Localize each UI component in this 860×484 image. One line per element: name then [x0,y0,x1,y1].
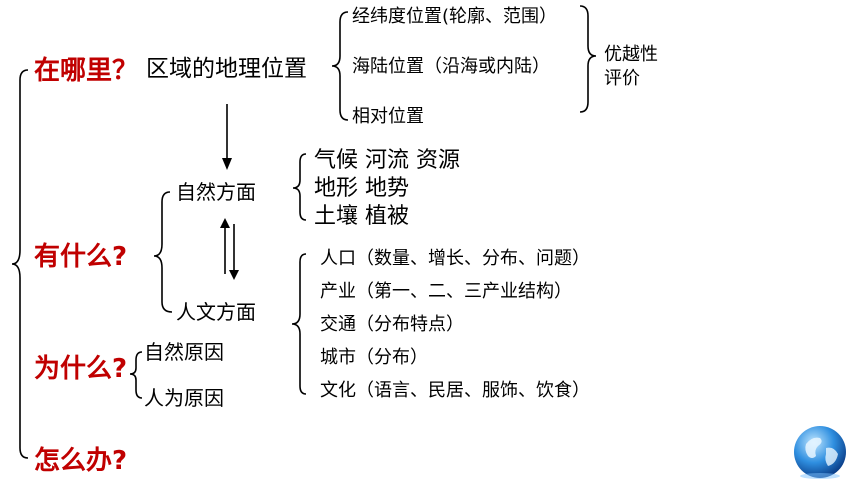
down-arrow-icon [229,270,239,280]
natural-item: 地形 地势 [314,176,409,201]
human-brace [291,253,307,395]
location-item-latlong: 经纬度位置(轮廓、范围） [352,6,558,27]
natural-brace [292,153,307,221]
causes-brace [129,351,143,399]
cause-human: 人为原因 [144,386,224,410]
location-item-landsea: 海陆位置（沿海或内陆） [352,56,550,77]
evaluation-brace [579,5,597,113]
natural-item: 气候 河流 资源 [314,148,460,173]
question-how: 怎么办? [34,446,128,476]
evaluation-assess: 评价 [604,68,640,89]
human-item: 产业（第一、二、三产业结构） [320,281,572,302]
location-label: 区域的地理位置 [146,56,307,82]
cause-natural: 自然原因 [144,340,224,364]
question-where: 在哪里？ [34,56,139,86]
question-what: 有什么? [34,242,128,272]
human-item: 城市（分布） [320,347,428,368]
human-label: 人文方面 [176,300,256,324]
human-item: 人口（数量、增长、分布、问题） [320,248,590,269]
main-brace [11,69,29,459]
human-item: 交通（分布特点） [320,314,464,335]
location-brace [331,11,349,121]
up-arrow-icon [220,218,230,228]
evaluation-superiority: 优越性 [604,44,658,65]
natural-item: 土壤 植被 [314,204,409,229]
globe-icon [794,426,846,479]
question-why: 为什么? [34,354,128,384]
human-item: 文化（语言、民居、服饰、饮食） [320,380,590,401]
natural-label: 自然方面 [176,180,256,204]
down-arrow-icon [222,158,232,170]
aspects-brace [153,191,173,313]
location-item-relative: 相对位置 [352,106,424,127]
